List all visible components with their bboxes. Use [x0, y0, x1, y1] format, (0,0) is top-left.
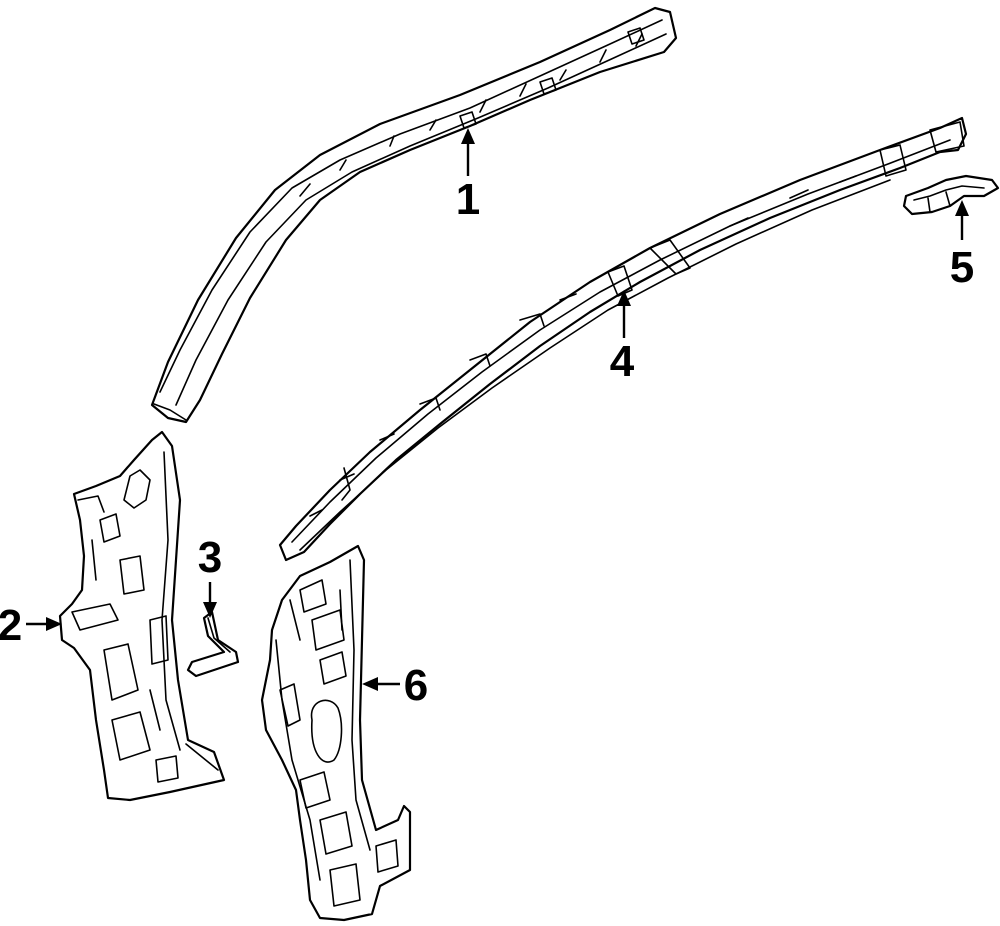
- callout-3: 3: [198, 533, 222, 582]
- leader-4: [617, 290, 631, 338]
- part-3-clip[interactable]: [186, 610, 240, 678]
- leader-5: [955, 200, 969, 240]
- part-2-front-pillar[interactable]: [58, 430, 226, 802]
- leader-6: [362, 677, 400, 691]
- leader-3: [203, 582, 217, 618]
- part-6-center-pillar[interactable]: [260, 544, 412, 922]
- leader-1: [461, 128, 475, 176]
- callout-6: 6: [404, 661, 428, 710]
- callout-2: 2: [0, 601, 22, 650]
- callout-4: 4: [610, 337, 635, 386]
- part-5-bracket[interactable]: [902, 174, 1000, 216]
- callout-1: 1: [456, 175, 480, 224]
- leader-2: [26, 617, 62, 631]
- part-4-roof-side-rail[interactable]: [278, 116, 968, 562]
- callout-5: 5: [950, 243, 974, 292]
- part-1-roof-rail-upper[interactable]: [150, 6, 678, 424]
